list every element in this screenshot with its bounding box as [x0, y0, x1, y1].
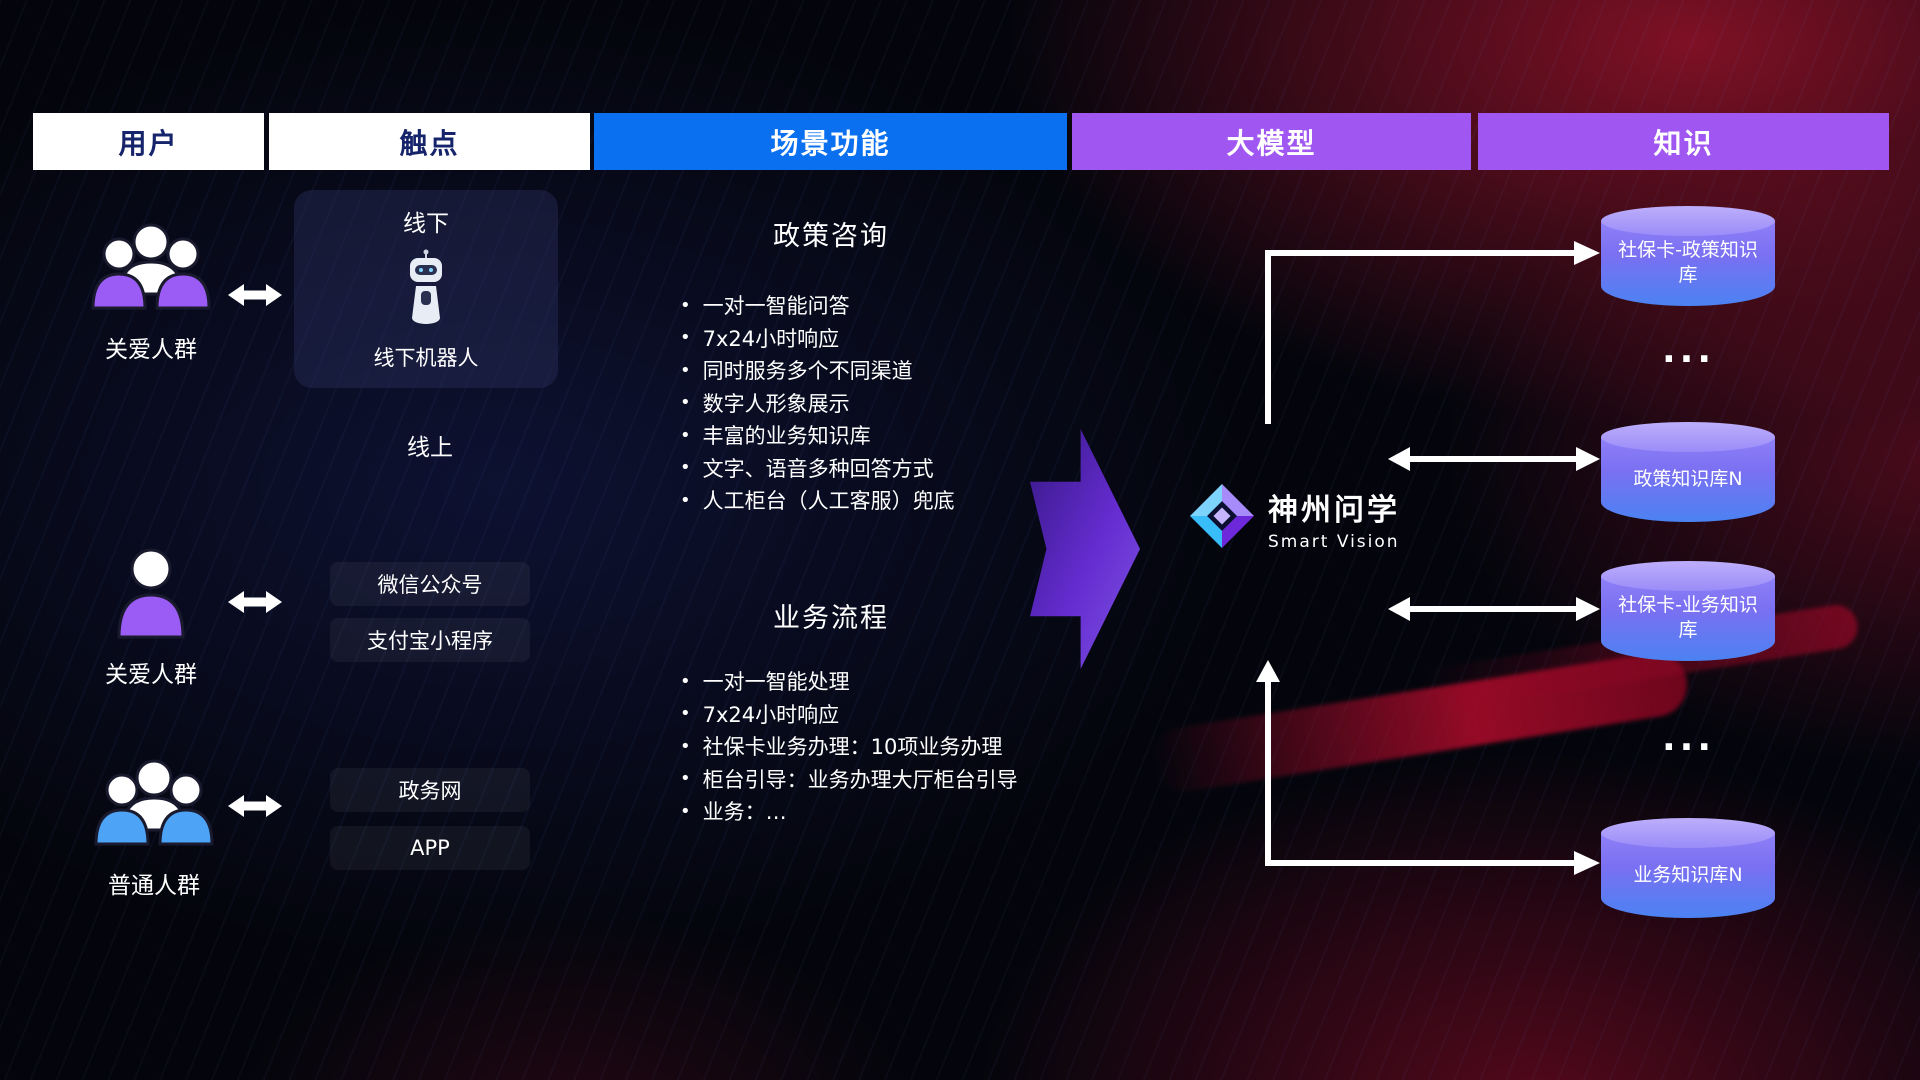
offline-card-caption: 线下机器人: [373, 346, 479, 370]
bidirectional-arrow-icon: [228, 282, 282, 308]
bullet-item: 文字、语音多种回答方式: [680, 452, 955, 485]
cylinder-top: [1601, 206, 1775, 236]
knowledge-base-label: 政策知识库N: [1633, 467, 1743, 490]
knowledge-base-cylinder: 业务知识库N: [1601, 818, 1775, 918]
online-section-label: 线上: [407, 435, 453, 461]
channel-wechat: 微信公众号: [330, 562, 530, 606]
business-bullet-list: 一对一智能处理 7x24小时响应 社保卡业务办理：10项业务办理 柜台引导：业务…: [680, 665, 1018, 828]
bullet-item: 丰富的业务知识库: [680, 419, 955, 452]
bullet-item: 业务：…: [680, 795, 1018, 828]
column-header-users: 用户: [33, 113, 264, 170]
model-logo-text: 神州问学 Smart Vision: [1268, 485, 1400, 552]
model-name: 神州问学: [1268, 492, 1400, 528]
diamond-logo-icon: [1190, 484, 1254, 552]
channel-label: APP: [410, 836, 450, 860]
knowledge-base-cylinder: 政策知识库N: [1601, 422, 1775, 522]
channel-label: 微信公众号: [377, 573, 483, 597]
scenario-title-policy: 政策咨询: [773, 221, 889, 252]
ellipsis-more-knowledge: ...: [1662, 330, 1716, 371]
channel-app: APP: [330, 826, 530, 870]
policy-bullet-list: 一对一智能问答 7x24小时响应 同时服务多个不同渠道 数字人形象展示 丰富的业…: [680, 289, 955, 517]
column-header-label: 用户: [118, 126, 179, 160]
knowledge-base-label: 社保卡-政策知识库: [1618, 239, 1758, 286]
bullet-item: 社保卡业务办理：10项业务办理: [680, 730, 1018, 763]
channel-gov-web: 政务网: [330, 768, 530, 812]
cylinder-top: [1601, 818, 1775, 848]
bidirectional-arrow-icon: [228, 589, 282, 615]
scenario-title-business: 业务流程: [773, 603, 889, 634]
knowledge-base-cylinder: 社保卡-业务知识库: [1601, 561, 1775, 661]
column-header-scenarios: 场景功能: [594, 113, 1067, 170]
model-logo: 神州问学 Smart Vision: [1190, 484, 1400, 552]
offline-card-title: 线下: [403, 211, 449, 237]
ellipsis-more-knowledge: ...: [1662, 718, 1716, 759]
user-group-care-mid: 关爱人群: [98, 545, 204, 689]
user-group-label: 普通人群: [108, 873, 200, 899]
person-icon: [111, 545, 191, 647]
people-group-icon: [89, 216, 213, 322]
user-group-care-top: 关爱人群: [83, 216, 219, 364]
robot-icon: [402, 248, 450, 332]
column-header-model: 大模型: [1072, 113, 1471, 170]
bidirectional-arrow-icon: [228, 793, 282, 819]
people-group-icon: [92, 752, 216, 858]
cylinder-top: [1601, 422, 1775, 452]
column-header-label: 知识: [1653, 126, 1714, 160]
bullet-item: 7x24小时响应: [680, 698, 1018, 731]
channel-label: 支付宝小程序: [367, 629, 493, 653]
knowledge-base-label: 业务知识库N: [1633, 863, 1743, 886]
column-header-label: 触点: [399, 126, 460, 160]
bullet-item: 一对一智能问答: [680, 289, 955, 322]
user-group-label: 关爱人群: [105, 662, 197, 688]
cylinder-top: [1601, 561, 1775, 591]
flow-arrow-icon: [1030, 429, 1140, 669]
column-header-touchpoints: 触点: [269, 113, 590, 170]
user-group-general: 普通人群: [86, 752, 222, 900]
column-header-label: 场景功能: [770, 126, 891, 160]
channel-alipay-miniprogram: 支付宝小程序: [330, 618, 530, 662]
bullet-item: 数字人形象展示: [680, 387, 955, 420]
bullet-item: 同时服务多个不同渠道: [680, 354, 955, 387]
column-header-knowledge: 知识: [1478, 113, 1889, 170]
bullet-item: 一对一智能处理: [680, 665, 1018, 698]
bullet-item: 7x24小时响应: [680, 322, 955, 355]
knowledge-base-cylinder: 社保卡-政策知识库: [1601, 206, 1775, 306]
column-header-label: 大模型: [1226, 126, 1317, 160]
offline-touchpoint-card: 线下 线下机器人: [294, 190, 558, 388]
knowledge-base-label: 社保卡-业务知识库: [1618, 594, 1758, 641]
user-group-label: 关爱人群: [105, 337, 197, 363]
model-subtitle: Smart Vision: [1268, 531, 1400, 552]
bullet-item: 柜台引导：业务办理大厅柜台引导: [680, 763, 1018, 796]
channel-label: 政务网: [398, 779, 462, 803]
bullet-item: 人工柜台（人工客服）兜底: [680, 484, 955, 517]
